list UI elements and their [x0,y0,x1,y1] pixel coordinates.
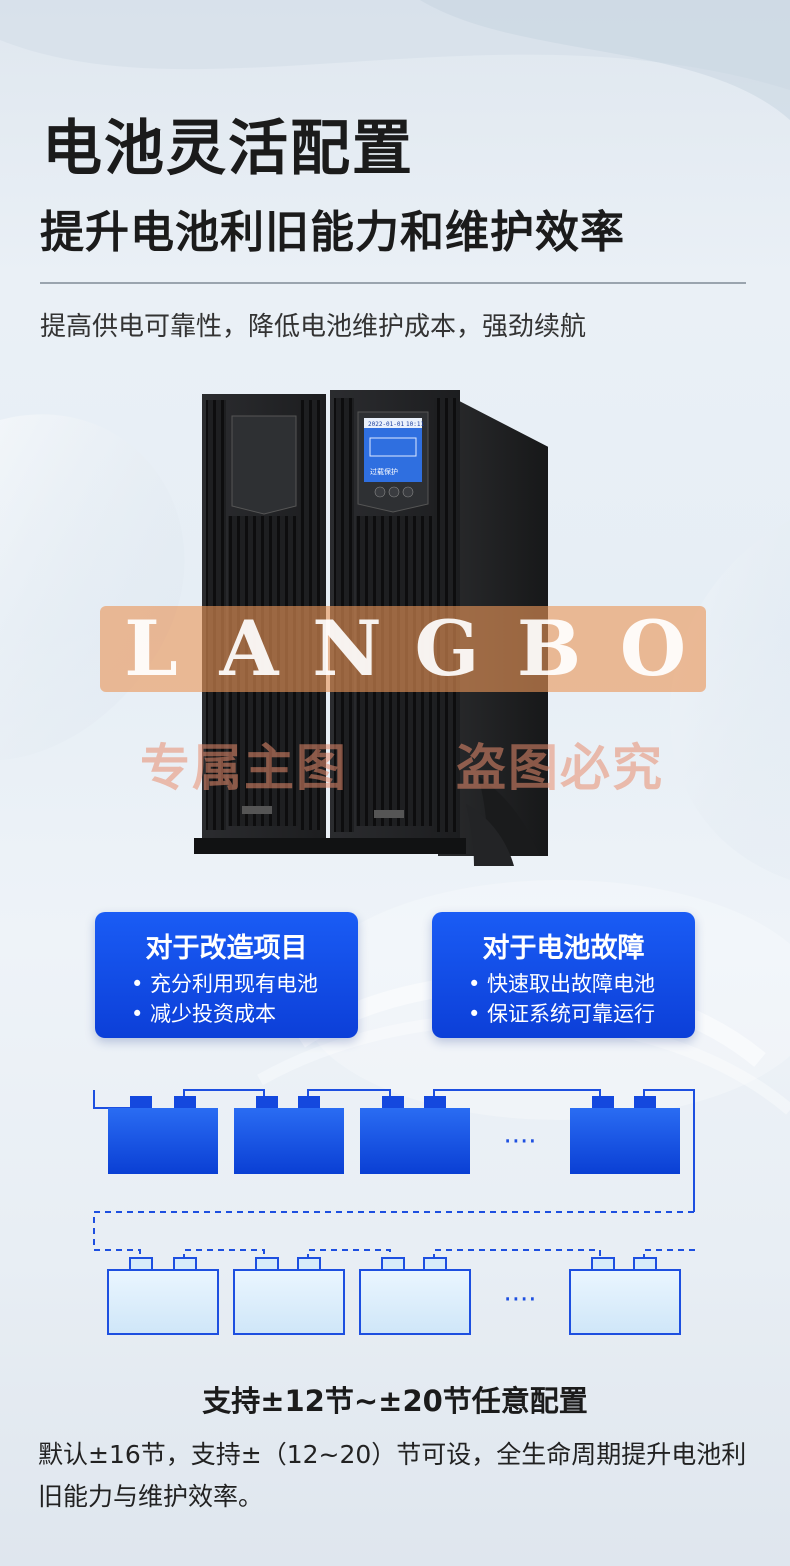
screen-date-text: 2022-01-01 [368,421,405,428]
screen-time-text: 10:11 [406,421,424,428]
page-title: 电池灵活配置 [42,114,414,184]
top-row-ellipsis: ···· [503,1127,536,1157]
card-retrofit-title: 对于改造项目 [145,933,308,964]
watermark-right-text: 盗图必究 [456,738,664,797]
battery-bottom-2 [233,1257,345,1335]
card-fault-line-1: • 快速取出故障电池 [468,972,656,996]
watermark-letter-g: G [414,604,480,693]
watermark-letter-a: A [219,604,279,693]
battery-top-2 [234,1096,344,1174]
battery-string-diagram: ···· ···· [93,1089,698,1335]
watermark-box [100,606,706,692]
card-retrofit-line-2: • 减少投资成本 [131,1002,277,1026]
card-retrofit: 对于改造项目 • 充分利用现有电池 • 减少投资成本 [95,912,358,1038]
card-fault-line-2: • 保证系统可靠运行 [468,1002,656,1026]
page-subtitle: 提升电池利旧能力和维护效率 [40,207,625,258]
watermark-letter-l: L [124,604,178,693]
battery-top-1 [108,1096,218,1174]
battery-top-4 [570,1096,680,1174]
card-retrofit-line-1: • 充分利用现有电池 [131,972,319,996]
tagline: 提高供电可靠性，降低电池维护成本，强劲续航 [40,312,587,342]
watermark-letter-n: N [312,604,382,693]
battery-bottom-4 [569,1257,681,1335]
watermark-letter-b: B [516,604,582,693]
watermark-left-text: 专属主图 [140,738,348,797]
support-description: 默认±16节，支持±（12~20）节可设，全生命周期提升电池利旧能力与维护效率。 [38,1440,747,1511]
divider [40,282,746,284]
battery-top-3 [360,1096,470,1174]
battery-bottom-1 [107,1257,219,1335]
battery-bottom-3 [359,1257,471,1335]
bottom-row-ellipsis: ···· [503,1285,536,1315]
card-battery-fault: 对于电池故障 • 快速取出故障电池 • 保证系统可靠运行 [432,912,695,1038]
card-fault-title: 对于电池故障 [482,933,645,964]
support-title: 支持±12节~±20节任意配置 [202,1384,588,1418]
screen-status-text: 过载保护 [370,467,398,476]
watermark-letter-o: O [619,604,687,693]
